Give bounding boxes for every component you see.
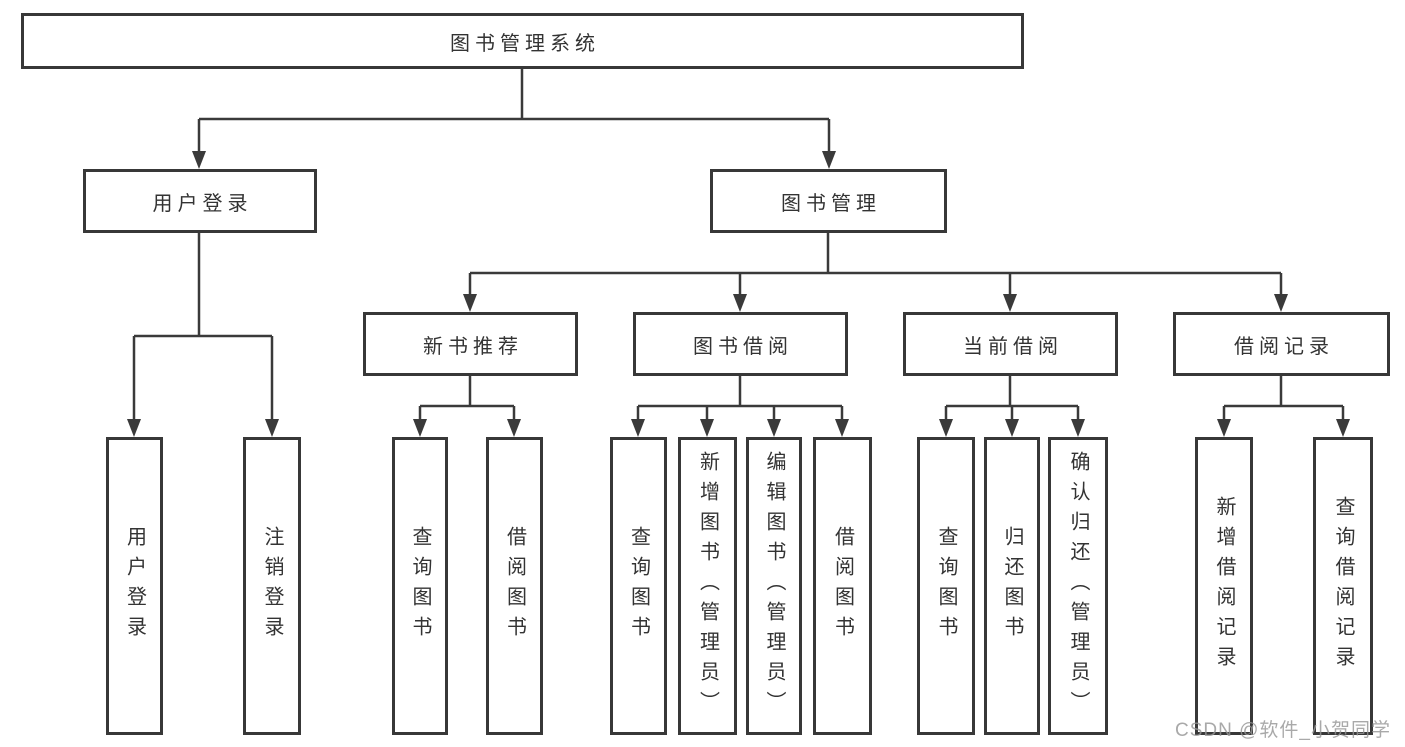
node-user-login: 用户登录 xyxy=(83,169,317,233)
leaf-logout: 注销登录 xyxy=(243,437,301,735)
leaf-query-books-current: 查询图书 xyxy=(917,437,975,735)
leaf-query-books-borrowing: 查询图书 xyxy=(610,437,667,735)
node-borrowing-records: 借阅记录 xyxy=(1173,312,1390,376)
connector-root xyxy=(192,69,836,169)
leaf-query-books-current-label: 查询图书 xyxy=(935,526,957,646)
node-new-book-recommend: 新书推荐 xyxy=(363,312,578,376)
connector-user-login xyxy=(127,233,279,437)
leaf-confirm-return-admin: 确认归还（管理员） xyxy=(1048,437,1108,735)
leaf-add-borrow-record: 新增借阅记录 xyxy=(1195,437,1253,735)
leaf-borrow-books-recommend: 借阅图书 xyxy=(486,437,543,735)
leaf-add-borrow-record-label: 新增借阅记录 xyxy=(1213,496,1235,676)
connector-new-book-recommend xyxy=(413,376,521,437)
leaf-query-books-recommend: 查询图书 xyxy=(392,437,448,735)
node-current-borrowing: 当前借阅 xyxy=(903,312,1118,376)
leaf-borrow-books-borrowing: 借阅图书 xyxy=(813,437,872,735)
leaf-edit-book-admin-label: 编辑图书（管理员） xyxy=(763,451,785,721)
leaf-edit-book-admin: 编辑图书（管理员） xyxy=(746,437,802,735)
node-book-borrowing: 图书借阅 xyxy=(633,312,848,376)
connector-book-management xyxy=(463,233,1288,312)
connector-current-borrowing xyxy=(939,376,1085,437)
leaf-user-login: 用户登录 xyxy=(106,437,163,735)
node-book-management: 图书管理 xyxy=(710,169,947,233)
watermark-text: CSDN @软件_小贺同学 xyxy=(1175,720,1391,741)
leaf-query-books-borrowing-label: 查询图书 xyxy=(627,526,650,646)
leaf-borrow-books-recommend-label: 借阅图书 xyxy=(503,526,526,646)
leaf-return-books-label: 归还图书 xyxy=(1001,526,1023,646)
leaf-confirm-return-admin-label: 确认归还（管理员） xyxy=(1067,451,1089,721)
connector-book-borrowing xyxy=(631,376,849,437)
leaf-add-book-admin-label: 新增图书（管理员） xyxy=(696,451,719,721)
leaf-query-borrow-record-label: 查询借阅记录 xyxy=(1332,496,1354,676)
leaf-return-books: 归还图书 xyxy=(984,437,1040,735)
node-library-system: 图书管理系统 xyxy=(21,13,1024,69)
leaf-add-book-admin: 新增图书（管理员） xyxy=(678,437,737,735)
leaf-query-books-recommend-label: 查询图书 xyxy=(409,526,431,646)
leaf-query-borrow-record: 查询借阅记录 xyxy=(1313,437,1373,735)
connector-borrowing-records xyxy=(1217,376,1350,437)
leaf-logout-label: 注销登录 xyxy=(261,526,283,646)
leaf-borrow-books-borrowing-label: 借阅图书 xyxy=(831,526,854,646)
leaf-user-login-label: 用户登录 xyxy=(123,526,146,646)
